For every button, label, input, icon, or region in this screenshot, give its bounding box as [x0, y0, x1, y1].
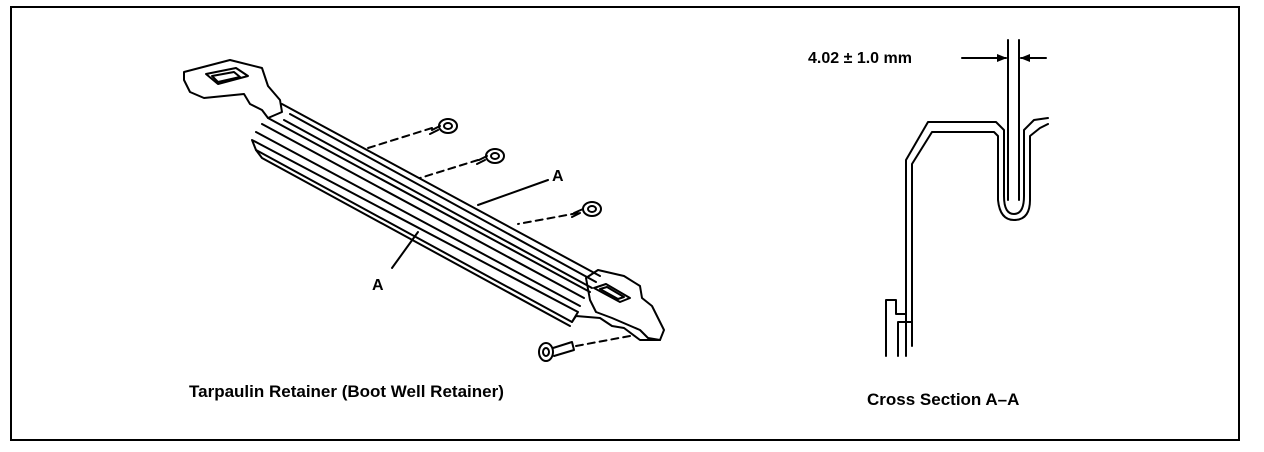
- leader-line-lower: [391, 231, 419, 269]
- left-bracket-slot: [205, 67, 249, 85]
- rail-groove-2: [283, 119, 593, 289]
- dimension-label: 4.02 ± 1.0 mm: [808, 50, 912, 67]
- install-guide-lines: [367, 127, 631, 347]
- right-bracket-slot-inner: [599, 286, 625, 300]
- rail-ridge-3: [255, 131, 581, 307]
- leader-line-upper: [477, 179, 549, 206]
- screw-3: [571, 201, 602, 218]
- section-label-lower: A: [372, 277, 384, 294]
- rail-top-edge: [281, 103, 601, 277]
- figure-frame: [10, 6, 1240, 441]
- right-bracket-foot: [571, 315, 661, 341]
- screw-4: [538, 341, 575, 362]
- right-bracket-slot: [593, 283, 631, 303]
- tarpaulin-retainer-drawing: [183, 59, 665, 341]
- dimension-arrowhead-right: [1020, 54, 1030, 62]
- rail-ridge-2: [261, 123, 585, 299]
- right-end-bracket: [585, 269, 665, 341]
- left-caption: Tarpaulin Retainer (Boot Well Retainer): [189, 382, 504, 401]
- screw-1: [429, 118, 458, 135]
- front-flange-lip: [255, 149, 571, 327]
- left-end-bracket: [183, 59, 283, 119]
- screw-2: [476, 148, 505, 165]
- rail-ridge-1: [267, 117, 591, 293]
- profile-inner: [897, 123, 1049, 357]
- dimension-arrowhead-left: [997, 54, 1007, 62]
- section-label-upper: A: [552, 168, 564, 185]
- front-flange: [251, 139, 579, 323]
- profile-lower-tab: [905, 313, 913, 357]
- rail-groove: [289, 113, 597, 283]
- left-bracket-slot-inner: [211, 71, 241, 83]
- right-caption: Cross Section A–A: [867, 390, 1020, 409]
- cross-section-drawing: [885, 39, 1049, 357]
- profile-outer: [885, 117, 1049, 357]
